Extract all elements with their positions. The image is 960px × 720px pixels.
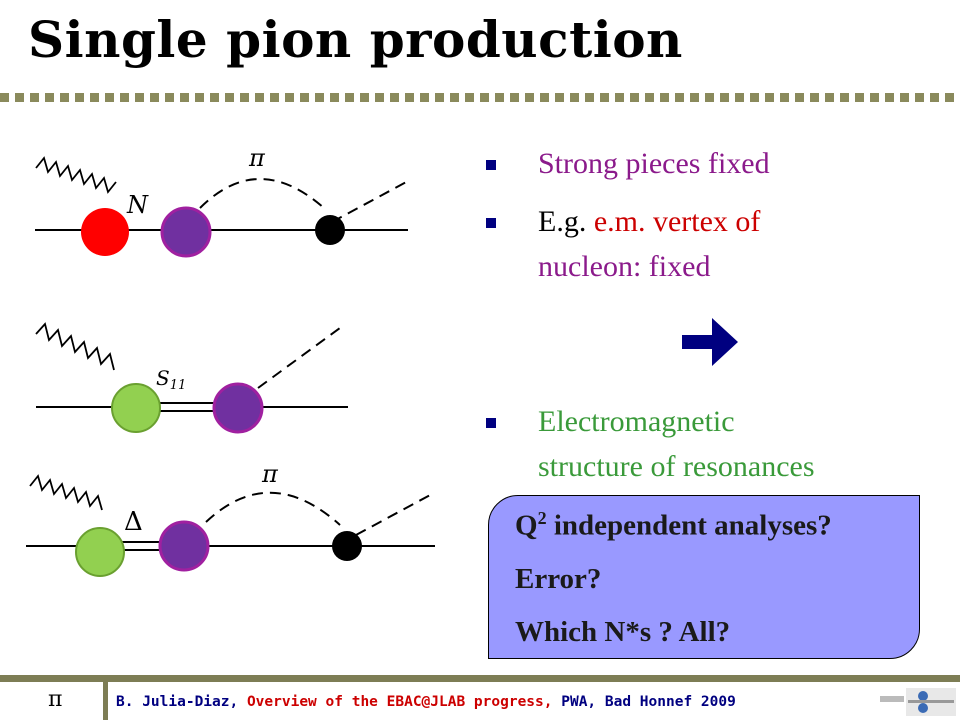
photon-line [35, 322, 115, 371]
s11-label: S11 [156, 366, 186, 393]
footer-bar [0, 675, 960, 682]
footer-text: B. Julia-Diaz, Overview of the EBAC@JLAB… [116, 694, 736, 710]
feynman-diagrams: π N S11 π Δ [26, 144, 435, 577]
bullet-text: E.g. e.m. vertex of [538, 205, 761, 238]
purple-vertex [160, 206, 212, 258]
bullet-text: Electromagnetic [538, 405, 735, 438]
photon-line [35, 156, 117, 194]
footer-divider [103, 682, 108, 720]
diagram-s11: S11 [35, 322, 348, 434]
bullet-marker [486, 418, 496, 428]
purple-vertex [212, 382, 264, 434]
right-arrow-icon [682, 318, 738, 366]
question-error: Error? [515, 563, 602, 595]
university-logo [880, 688, 956, 716]
questions-box: Q2 independent analyses? Error? Which N*… [488, 495, 920, 659]
pion-out [331, 179, 411, 223]
title-divider [0, 93, 960, 102]
diagram-nucleon: π N [35, 144, 411, 258]
diagram-delta: π Δ [26, 460, 435, 577]
purple-vertex [158, 520, 210, 572]
bullet-text: structure of resonances [538, 450, 815, 483]
pion-out [355, 493, 433, 536]
bullet-text: nucleon: fixed [538, 250, 711, 283]
red-vertex [81, 208, 129, 256]
green-vertex [111, 383, 161, 433]
nucleon-label: N [126, 191, 149, 219]
pion-loop [205, 491, 341, 526]
photon-line [29, 474, 103, 511]
bullet-marker [486, 160, 496, 170]
question-q2: Q2 independent analyses? [515, 508, 832, 542]
black-vertex [332, 531, 362, 561]
pion-loop [199, 178, 325, 209]
question-which: Which N*s ? All? [515, 616, 731, 648]
bullet-marker [486, 218, 496, 228]
delta-label: Δ [124, 507, 143, 537]
pi-label: π [248, 144, 266, 172]
footer-pi-symbol: π [48, 687, 63, 712]
slide-title: Single pion production [28, 10, 683, 69]
black-vertex [315, 215, 345, 245]
pi-label: π [261, 460, 279, 488]
green-vertex [75, 527, 125, 577]
pion-out [257, 327, 341, 389]
bullet-text: Strong pieces fixed [538, 147, 770, 180]
